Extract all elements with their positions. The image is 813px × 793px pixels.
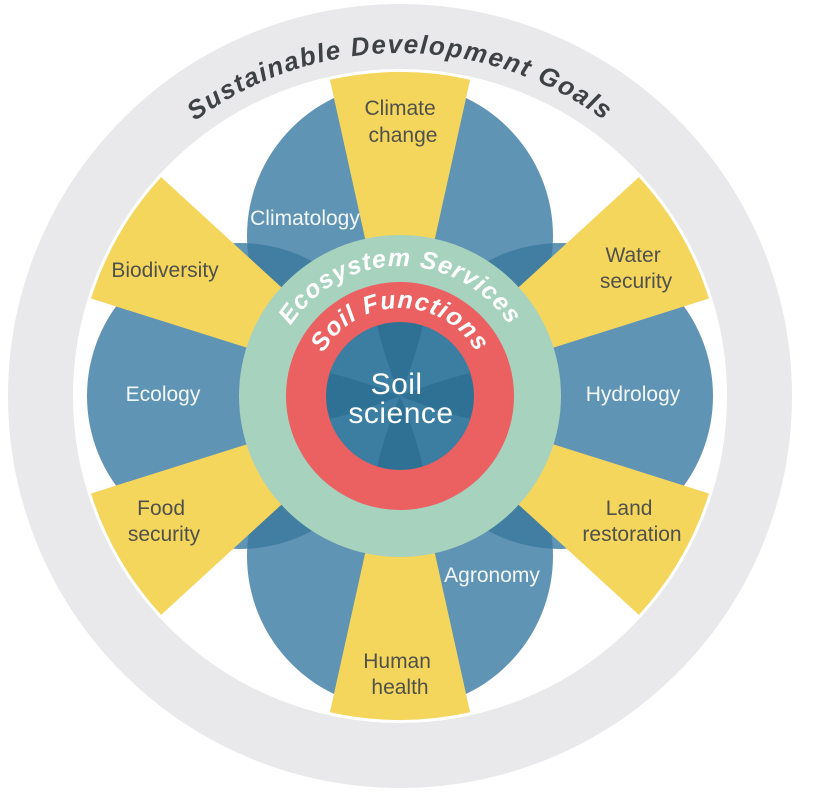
wedge-label-water-security: Water security — [600, 244, 673, 293]
wedge-label-biodiversity: Biodiversity — [111, 259, 219, 282]
core-label: Soil science — [348, 368, 453, 430]
sdg-outer-ring — [8, 4, 792, 788]
wedge-label-human-health: Human health — [363, 650, 437, 699]
wedge-label-land-restoration: Land restoration — [582, 497, 681, 546]
petal-label-agronomy: Agronomy — [444, 564, 540, 587]
wedge-label-climate-change: Climate change — [364, 97, 441, 147]
soil-science-core — [326, 322, 474, 470]
petal-label-ecology: Ecology — [126, 383, 201, 406]
wedge-label-food-security: Food security — [128, 497, 201, 546]
petal-label-hydrology: Hydrology — [586, 383, 681, 406]
petal-label-climatology: Climatology — [250, 207, 360, 230]
